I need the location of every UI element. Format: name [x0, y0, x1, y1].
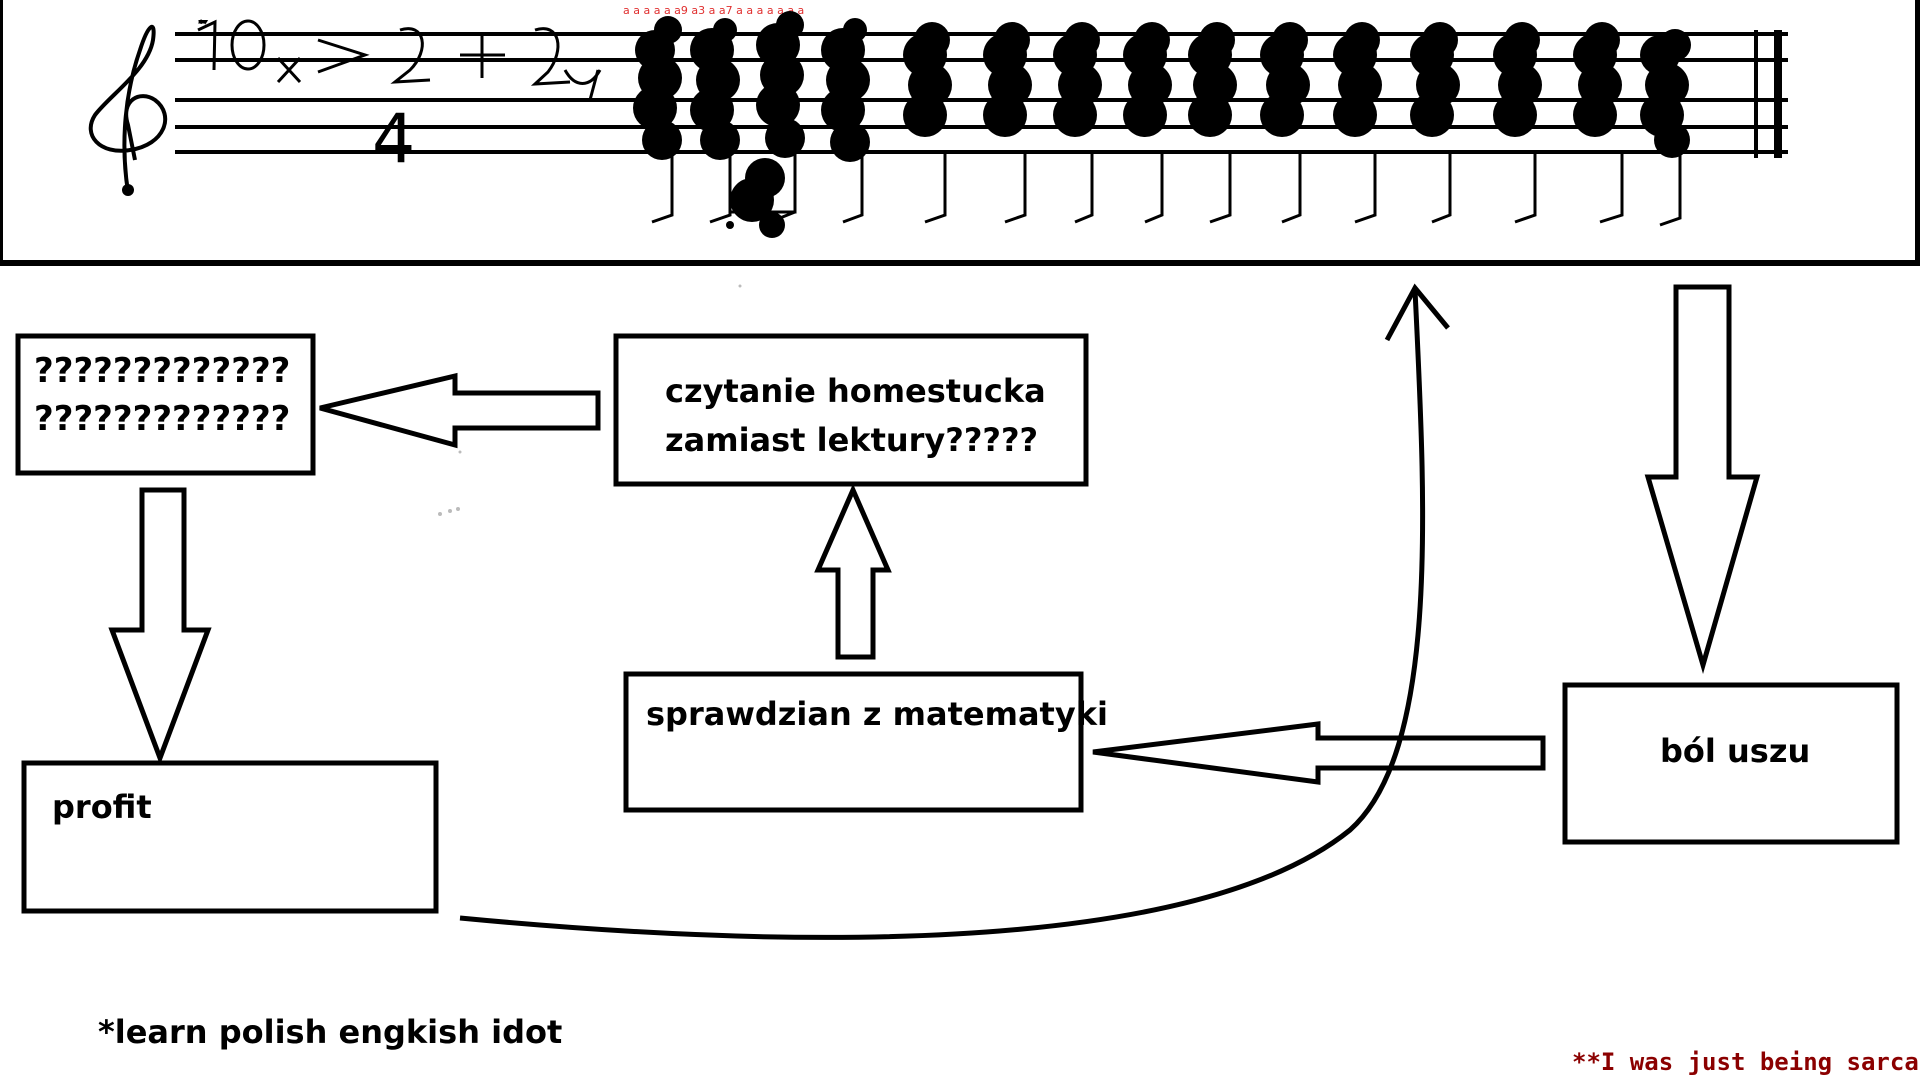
note-cluster — [633, 16, 682, 224]
arrow-profit-to-staff-head — [1384, 283, 1450, 342]
formula-scribble: 10x>2+2y — [197, 19, 602, 101]
stray-specks — [438, 284, 742, 516]
note-cluster — [903, 22, 952, 224]
arrow-profit-to-staff — [459, 289, 1426, 940]
note-clusters — [633, 11, 1691, 238]
box-profit: profit — [21, 760, 439, 914]
arrow-staff-to-ear-pain — [1644, 284, 1761, 674]
box-question: ????????????? ????????????? — [15, 333, 316, 476]
note-cluster — [1640, 29, 1691, 227]
learn-polish-note: *learn polish engkish idot — [98, 1013, 562, 1051]
profit-label: profit — [52, 788, 152, 826]
math-test-label: sprawdzian z matematyki — [646, 695, 1108, 733]
arrow-question-to-profit — [108, 487, 212, 766]
note-cluster — [1053, 22, 1102, 224]
box-homestuck: czytanie homestucka zamiast lektury????? — [613, 333, 1089, 487]
note-cluster — [1260, 22, 1310, 224]
arrow-math-to-homestuck — [814, 483, 892, 660]
note-cluster — [1573, 22, 1624, 224]
ear-pain-label: ból uszu — [1660, 732, 1810, 770]
clef-dot — [122, 184, 134, 196]
note-cluster — [1493, 22, 1542, 224]
note-cluster — [983, 22, 1032, 224]
note-cluster — [690, 18, 740, 224]
low-note — [726, 150, 797, 238]
homestuck-line-1: czytanie homestucka — [665, 372, 1046, 410]
note-cluster — [821, 18, 870, 224]
box-ear-pain: ból uszu — [1562, 682, 1900, 845]
question-line-1: ????????????? — [34, 351, 290, 391]
staff-frame — [0, 0, 1920, 266]
sarcastic-note: **I was just being sarcastic. — [1572, 1048, 1920, 1076]
formula-text: 10x>2+2y — [200, 20, 206, 23]
homestuck-line-2: zamiast lektury????? — [665, 421, 1038, 459]
note-cluster — [1333, 22, 1382, 224]
arrow-ear-pain-to-math — [1092, 721, 1546, 785]
note-cluster — [756, 11, 805, 220]
arrow-homestuck-to-question — [319, 372, 601, 449]
note-cluster — [1410, 22, 1460, 224]
music-staff-panel: 10x>2+2y 4 a a a a a a9 a3 a a7 a a a a … — [0, 0, 1920, 266]
staff-lines — [175, 32, 1788, 154]
note-lyrics: a a a a a a9 a3 a a7 a a a a a a a — [623, 4, 804, 17]
question-line-2: ????????????? — [34, 399, 290, 439]
time-signature-bottom: 4 — [372, 100, 415, 179]
box-math-test: sprawdzian z matematyki — [623, 671, 1108, 813]
note-cluster — [1123, 22, 1172, 224]
treble-clef-icon — [88, 24, 168, 193]
note-cluster — [1188, 22, 1237, 224]
final-barline — [1754, 30, 1782, 158]
